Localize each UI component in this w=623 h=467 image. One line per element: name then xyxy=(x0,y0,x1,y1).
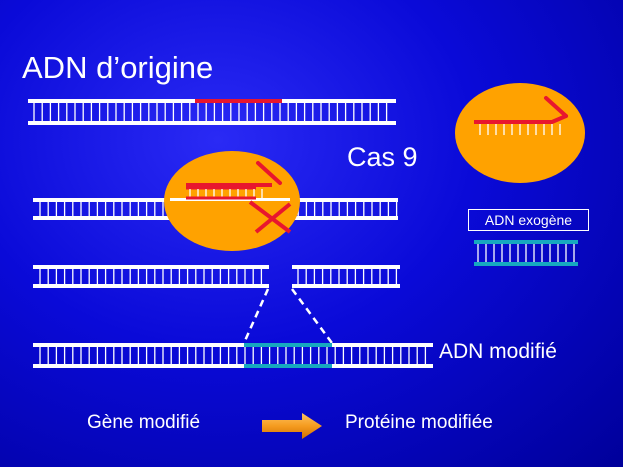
dna-modified-top-strand xyxy=(33,343,433,347)
insert-guide-left xyxy=(242,288,270,344)
dna-row2-base-pairs-right xyxy=(289,202,398,216)
bound-guide-rna-hook xyxy=(256,161,282,185)
guide-rna-hook xyxy=(544,96,568,118)
dna-cut xyxy=(33,265,400,288)
dna-row2-top-right xyxy=(283,198,398,202)
diagram-title: ADN d’origine xyxy=(22,50,214,85)
dna-row2-base-pairs-left xyxy=(39,202,164,216)
dna-cut-left-top xyxy=(33,265,269,269)
dna-modified-insert-bottom xyxy=(244,364,332,368)
modified-gene-label: Gène modifié xyxy=(87,412,201,433)
dna-original-bottom-strand xyxy=(28,121,396,125)
dna-cut-right-base-pairs xyxy=(297,269,398,284)
dna-cut-right-bottom xyxy=(292,284,400,288)
cut-mark-2 xyxy=(254,202,292,234)
exogenous-top-strand xyxy=(474,240,578,244)
exogenous-dna xyxy=(474,240,578,266)
exogenous-dna-label: ADN exogène xyxy=(468,209,589,231)
guide-rna-link xyxy=(550,114,568,124)
flow-arrow xyxy=(262,413,322,439)
dna-cut-left-base-pairs xyxy=(39,269,263,284)
dna-original xyxy=(28,99,396,125)
dna-original-base-pairs xyxy=(33,103,388,121)
dna-modified-base-pairs xyxy=(39,347,427,364)
dna-row2-bottom-right xyxy=(283,216,398,220)
dna-row2-top-left xyxy=(33,198,183,202)
dna-with-cas9 xyxy=(33,151,398,251)
dna-row2-bottom-left xyxy=(33,216,183,220)
cas9-complex xyxy=(455,83,585,183)
exogenous-base-pairs xyxy=(477,244,575,262)
modified-protein-label: Protéine modifiée xyxy=(345,412,493,433)
cas9-label: Cas 9 xyxy=(347,142,418,172)
dna-modified-insert-top xyxy=(244,343,332,347)
modified-dna-label: ADN modifié xyxy=(439,340,557,363)
exogenous-bottom-strand xyxy=(474,262,578,266)
dna-modified-bottom-strand xyxy=(33,364,433,368)
guide-rna-bases xyxy=(479,124,561,135)
dna-cut-right-top xyxy=(292,265,400,269)
insert-guide-right xyxy=(290,288,334,344)
dna-modified xyxy=(33,343,433,368)
dna-cut-left-bottom xyxy=(33,284,269,288)
arrow-icon xyxy=(262,413,322,439)
cut-mark-1 xyxy=(248,200,292,234)
dna-target-segment xyxy=(195,99,282,103)
